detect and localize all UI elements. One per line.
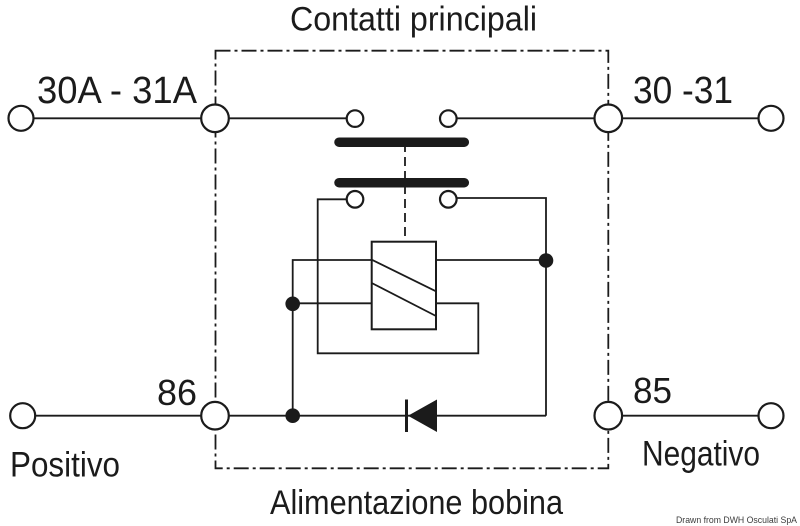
contact-stud-bottom-left [345, 189, 365, 209]
credit-text: Drawn from DWH Osculati SpA [676, 515, 798, 526]
coil-diagonal-1 [371, 258, 437, 293]
pin-circle-top-left [200, 103, 230, 134]
label-pin-85: 85 [633, 370, 672, 411]
terminal-circle-30a31a [7, 104, 35, 132]
pin-circle-top-right [593, 103, 624, 134]
wire-lower-left-contact-to-coil [316, 198, 480, 355]
coil-box [370, 240, 438, 331]
label-terminal-30a-31a: 30A - 31A [37, 70, 198, 112]
wire-coil-left-common [291, 259, 372, 416]
relay-enclosure-border [214, 49, 610, 470]
label-terminal-30-31: 30 -31 [633, 70, 733, 112]
label-positivo: Positivo [10, 446, 120, 485]
pin-circle-85 [593, 400, 624, 431]
junction-dots [285, 253, 554, 424]
title-main-contacts: Contatti principali [290, 1, 537, 39]
junction-dot-coil-common [285, 296, 301, 312]
diode-icon [405, 399, 437, 432]
label-pin-86: 86 [157, 372, 197, 413]
contact-stud-bottom-right [438, 189, 458, 209]
contact-stud-top-right [438, 109, 458, 128]
junction-dot-86-row [285, 408, 301, 424]
terminals [7, 103, 785, 431]
coil-diagonal-2 [371, 282, 437, 317]
terminal-circle-3031 [757, 104, 785, 132]
contact-stud-top-left [345, 109, 365, 128]
coil-symbol [370, 240, 438, 331]
terminal-circle-positivo [9, 402, 37, 430]
junction-dot-coil-right [538, 253, 554, 268]
pin-circle-86 [200, 400, 230, 431]
label-negativo: Negativo [642, 435, 760, 474]
title-coil-supply: Alimentazione bobina [270, 484, 563, 522]
diode-triangle [408, 399, 437, 432]
terminal-circle-negativo [757, 402, 785, 430]
wire-lower-right-contact-down [456, 197, 547, 416]
